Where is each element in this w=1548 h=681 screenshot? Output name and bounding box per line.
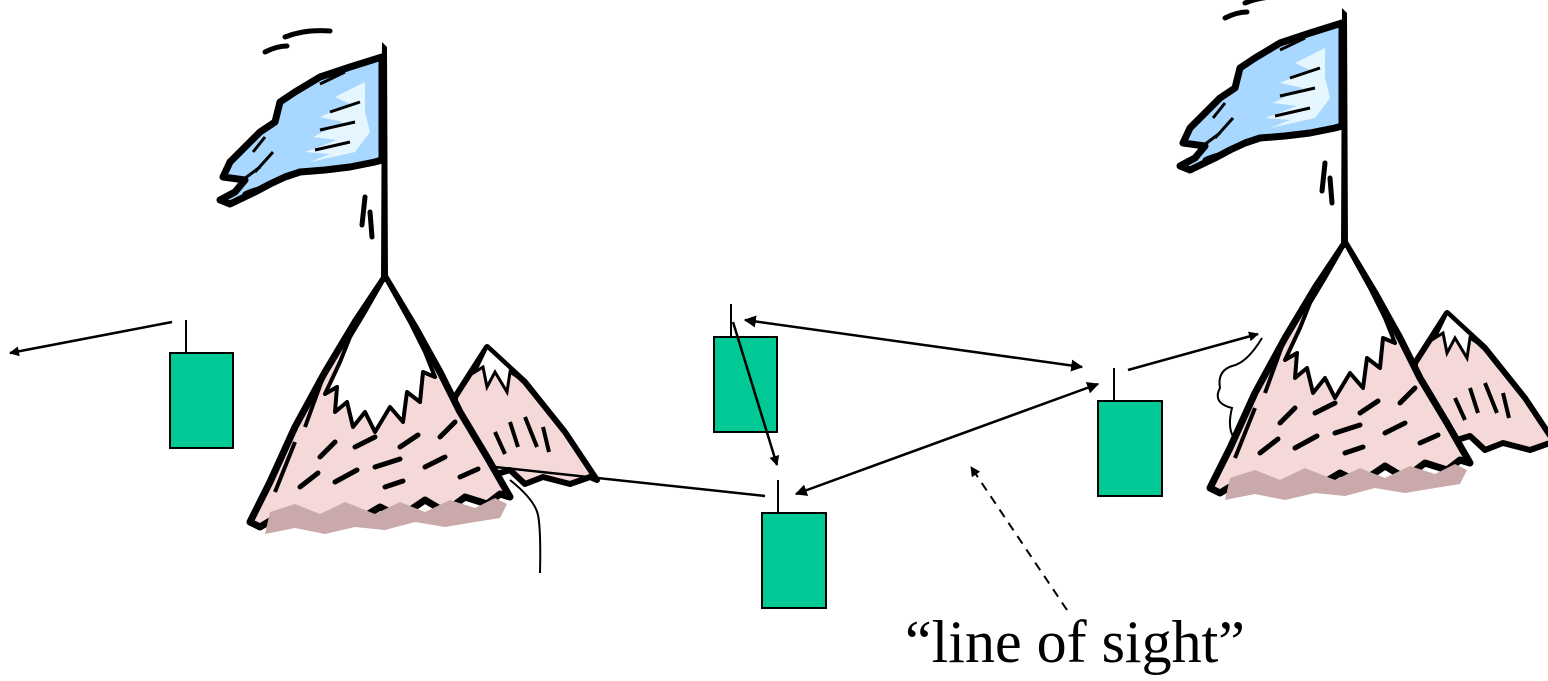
line-of-sight-caption: “line of sight”	[905, 609, 1245, 675]
link-station2-station4-arrow	[743, 315, 1084, 372]
link-station2-to-station3-arrow	[731, 321, 780, 466]
right-mountain-flag-icon	[1180, 0, 1548, 500]
link-station1-outbound-arrow	[9, 320, 173, 357]
link-station3-station4-arrow	[794, 382, 1100, 496]
caption-pointer-arrow	[970, 466, 1068, 611]
antenna-station-1	[169, 320, 234, 449]
link-station4-to-right-mountain-arrow	[1127, 331, 1259, 372]
left-mountain-cable	[509, 479, 542, 574]
antenna-station-3	[761, 480, 827, 609]
link-station3-to-left-mountain	[494, 465, 766, 498]
antenna-station-4	[1097, 368, 1163, 497]
left-mountain-flag-icon	[220, 31, 597, 534]
right-mountain-cable	[1216, 337, 1263, 439]
